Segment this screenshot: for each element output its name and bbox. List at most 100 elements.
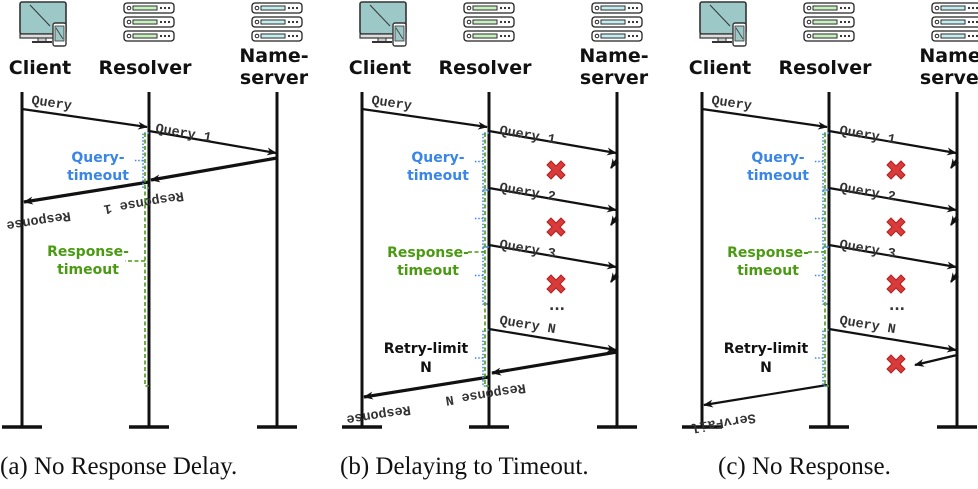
- arrow-dropped-response-3: [950, 272, 960, 283]
- x-mark-shape: [886, 217, 906, 237]
- drop-mark-2: [886, 217, 906, 237]
- ellipsis: ...: [549, 298, 565, 314]
- arrow-query-1: [148, 129, 277, 156]
- msg-client-query: Query: [710, 94, 752, 115]
- msg-query-3: Query 3: [838, 238, 896, 262]
- query-timeout-bracket-2: [474, 189, 489, 248]
- server-bar: [812, 5, 838, 11]
- caption-b: (b) Delaying to Timeout.: [340, 453, 589, 480]
- retry-limit-bracket: [814, 329, 829, 387]
- server-bar: [600, 33, 626, 39]
- desktop-phone-icon: [19, 1, 67, 47]
- server-bar: [940, 19, 966, 25]
- server-bar: [260, 19, 286, 25]
- arrow-client-query: [21, 107, 148, 130]
- phone-glare: [55, 27, 64, 40]
- drop-mark-3: [886, 274, 906, 294]
- x-mark-shape: [886, 354, 906, 374]
- retry-limit-label-1: Retry-limit: [384, 341, 469, 357]
- actor-label-resolver: Resolver: [98, 57, 192, 79]
- arrow-query-n: [828, 327, 957, 353]
- x-mark-shape: [546, 217, 566, 237]
- screen-glare: [709, 4, 731, 27]
- arrow-dropped-response-3: [610, 272, 620, 283]
- query-timeout-bracket-3: [474, 246, 489, 305]
- msg-query-3: Query 3: [498, 238, 556, 262]
- server-bar: [132, 19, 158, 25]
- response-timeout-label-2: timeout: [397, 263, 459, 279]
- caption-c: (c) No Response.: [718, 453, 891, 480]
- query-timeout-label-2: timeout: [67, 168, 129, 184]
- arrow-query-n: [488, 327, 617, 353]
- retry-limit-label-1: Retry-limit: [724, 341, 809, 357]
- response-timeout-label-2: timeout: [737, 263, 799, 279]
- caption-a: (a) No Response Delay.: [0, 453, 237, 480]
- retry-limit-label-2: N: [760, 360, 772, 376]
- monitor-base: [32, 41, 52, 43]
- server-bar: [600, 5, 626, 11]
- msg-query-1: Query 1: [838, 124, 896, 148]
- screen-glare: [29, 4, 51, 27]
- query-timeout-label-1: Query-: [751, 150, 804, 166]
- actor-label-client: Client: [689, 57, 751, 79]
- server-bar: [132, 5, 158, 11]
- arrow-response-1: [150, 156, 278, 183]
- query-timeout-bracket-2: [814, 189, 829, 248]
- server-rack-icon: [591, 2, 643, 42]
- msg-client-query: Query: [30, 94, 72, 115]
- arrow-query-1: [488, 129, 617, 156]
- x-mark-shape: [886, 274, 906, 294]
- msg-query-2: Query 2: [838, 181, 896, 205]
- desktop-phone-icon: [359, 1, 407, 47]
- query-timeout-label-2: timeout: [407, 168, 469, 184]
- arrow-client-query: [701, 107, 828, 130]
- server-bar: [812, 19, 838, 25]
- server-bar: [940, 33, 966, 39]
- response-timeout-label-1: Response-: [387, 245, 469, 261]
- server-bar: [132, 33, 158, 39]
- arrow-query-1: [828, 129, 957, 156]
- server-bar: [940, 5, 966, 11]
- actor-label-nameserver-2: server: [240, 67, 309, 89]
- server-rack-icon: [803, 2, 855, 42]
- phone-glare: [395, 27, 404, 40]
- server-rack-icon: [463, 2, 515, 42]
- actor-label-nameserver-2: server: [580, 67, 649, 89]
- server-bar: [472, 5, 498, 11]
- actor-label-nameserver-1: Name-: [239, 45, 308, 67]
- x-mark-shape: [546, 274, 566, 294]
- response-timeout-label-1: Response-: [47, 244, 129, 260]
- server-bar: [260, 5, 286, 11]
- query-timeout-bracket-3: [814, 246, 829, 305]
- arrow-query-3: [488, 243, 617, 270]
- drop-mark-3: [546, 274, 566, 294]
- arrow-dropped-response-1: [610, 158, 620, 169]
- actor-label-client: Client: [349, 57, 411, 79]
- drop-mark-1: [886, 160, 906, 180]
- response-timeout-bracket: [824, 133, 829, 387]
- msg-client-response: Response: [345, 401, 411, 426]
- actor-label-resolver: Resolver: [778, 57, 872, 79]
- drop-mark-1: [546, 160, 566, 180]
- query-timeout-label-1: Query-: [411, 150, 464, 166]
- server-bar: [600, 19, 626, 25]
- arrow-client-servfail: [703, 383, 828, 408]
- actor-label-nameserver-1: Name-: [919, 45, 978, 67]
- actor-label-nameserver-2: server: [920, 67, 978, 89]
- server-bar: [472, 19, 498, 25]
- server-bar: [812, 33, 838, 39]
- monitor-base: [712, 41, 732, 43]
- server-rack-icon: [123, 2, 175, 42]
- monitor-base: [372, 41, 392, 43]
- server-bar: [260, 33, 286, 39]
- response-timeout-bracket: [484, 133, 489, 387]
- retry-limit-label-2: N: [420, 360, 432, 376]
- server-rack-icon: [931, 2, 978, 42]
- actor-label-resolver: Resolver: [438, 57, 532, 79]
- screen-glare: [369, 4, 391, 27]
- arrow-dropped-response-n: [914, 353, 958, 367]
- arrow-query-3: [828, 243, 957, 270]
- query-timeout-bracket-1: [814, 132, 829, 191]
- msg-nameserver-response: Response 1: [102, 187, 184, 216]
- query-timeout-label-1: Query-: [71, 150, 124, 166]
